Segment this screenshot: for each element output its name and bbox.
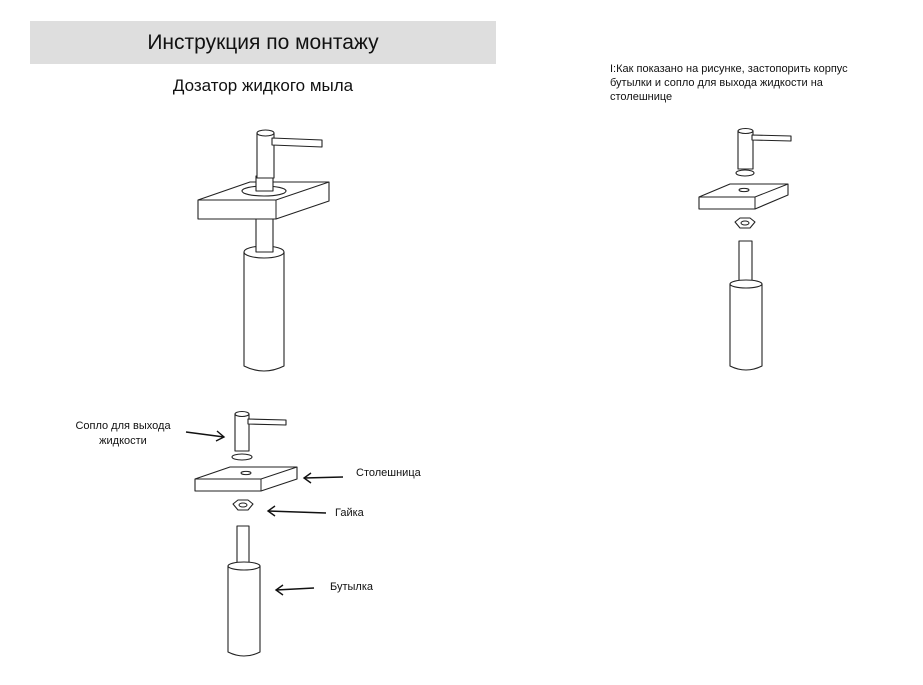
label-bottle: Бутылка	[330, 581, 374, 593]
arrow-nut	[266, 505, 327, 517]
label-nozzle: Сопло для выхода жидкости	[75, 420, 171, 447]
product-name: Дозатор жидкого мыла	[172, 76, 354, 95]
arrow-nozzle	[185, 430, 226, 442]
arrow-bottle	[274, 584, 315, 596]
arrow-countertop	[302, 472, 344, 484]
page-title: Инструкция по монтажу	[147, 30, 379, 54]
step-1-illustration	[698, 127, 792, 371]
step-1-instruction: I:Как показано на рисунке, застопорить к…	[610, 63, 848, 103]
label-countertop: Столешница	[356, 467, 421, 479]
assembled-dispenser-illustration	[197, 129, 330, 372]
exploded-dispenser-illustration	[194, 410, 298, 657]
label-nut: Гайка	[335, 507, 364, 519]
title-bar: Инструкция по монтажу	[30, 21, 496, 64]
